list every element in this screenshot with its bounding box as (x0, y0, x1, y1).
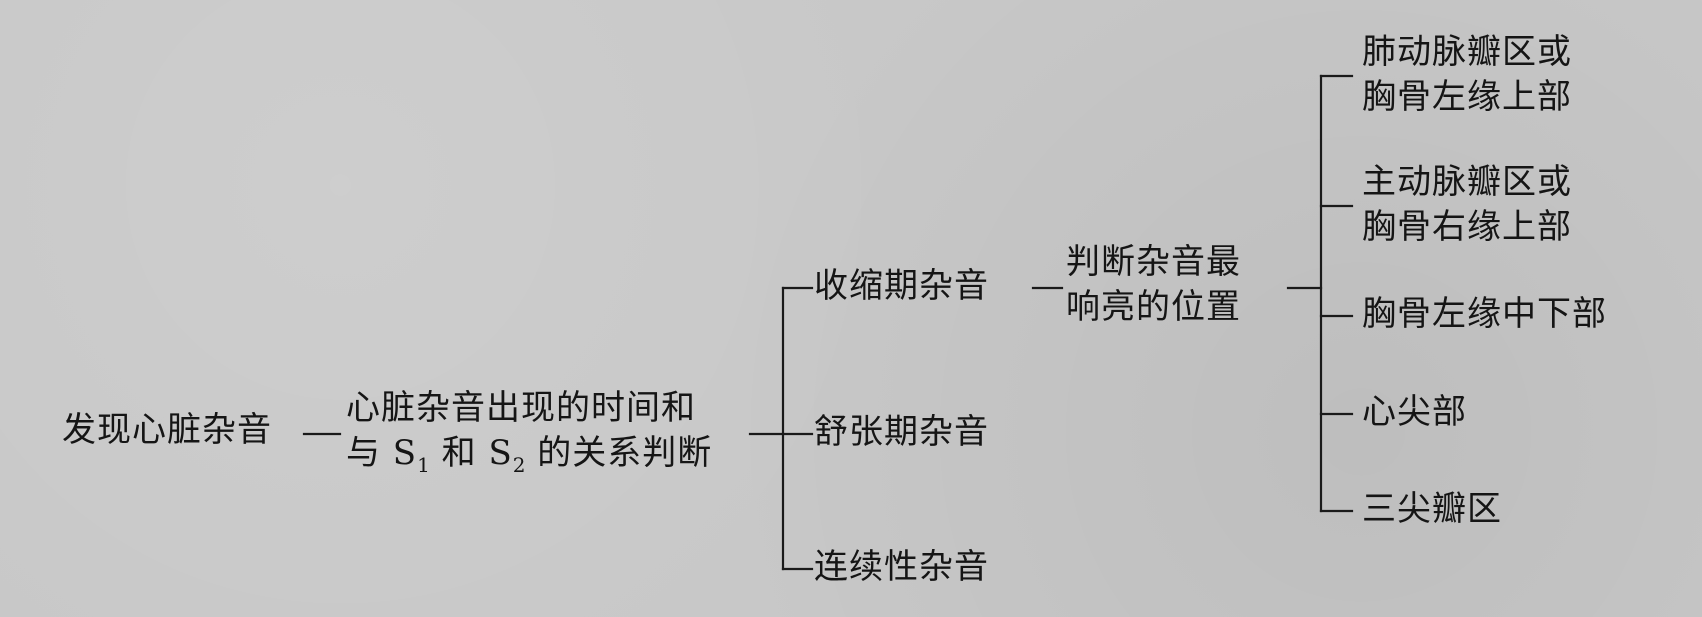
step1-line1: 心脏杂音出现的时间和 (346, 388, 696, 428)
locate-node: 判断杂音最 响亮的位置 (1066, 240, 1241, 330)
type-systolic: 收缩期杂音 (814, 266, 989, 306)
position-tricuspid: 三尖瓣区 (1362, 489, 1502, 529)
step1-node: 心脏杂音出现的时间和 与 S1 和 S2 的关系判断 (346, 386, 712, 480)
locate-line2: 响亮的位置 (1066, 287, 1241, 327)
type-continuous: 连续性杂音 (814, 547, 989, 587)
type-diastolic: 舒张期杂音 (814, 412, 989, 452)
position-pulmonary: 肺动脉瓣区或 胸骨左缘上部 (1362, 32, 1572, 117)
position-left-sternal: 胸骨左缘中下部 (1362, 294, 1607, 334)
step1-line2: 与 S1 和 S2 的关系判断 (346, 433, 713, 477)
s1-subscript: 1 (417, 453, 430, 477)
root-node: 发现心脏杂音 (62, 408, 272, 453)
s2-subscript: 2 (512, 453, 526, 477)
root-label: 发现心脏杂音 (62, 410, 272, 450)
locate-line1: 判断杂音最 (1066, 242, 1241, 282)
position-apex: 心尖部 (1362, 392, 1467, 432)
position-aortic: 主动脉瓣区或 胸骨右缘上部 (1362, 162, 1572, 247)
